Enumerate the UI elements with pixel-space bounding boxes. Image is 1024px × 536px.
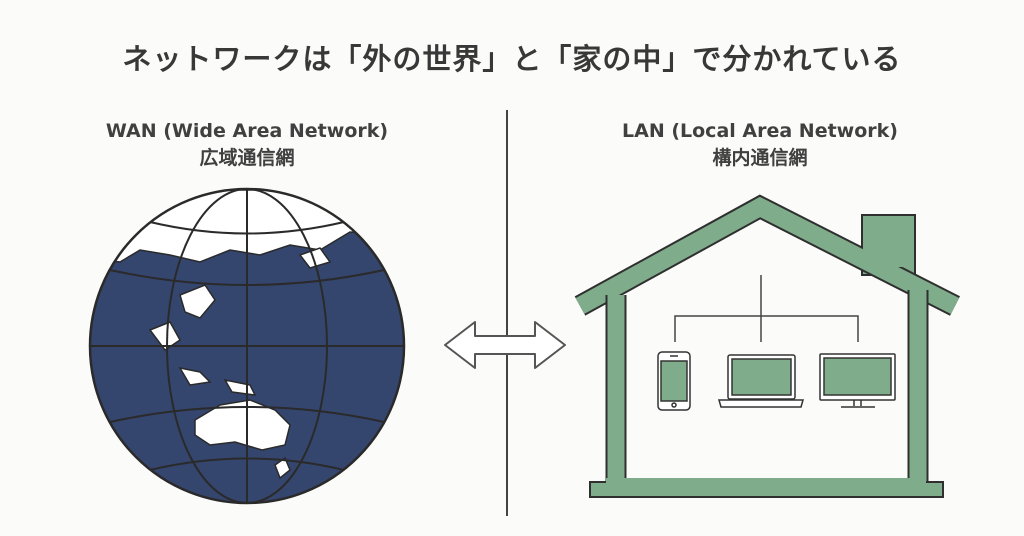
page-title: ネットワークは「外の世界」と「家の中」で分かれている — [122, 42, 902, 76]
lan-japanese: 構内通信網 — [712, 147, 808, 169]
wan-name: WAN (Wide Area Network) — [105, 120, 389, 142]
lan-label: LAN (Local Area Network) 構内通信網 — [560, 118, 960, 172]
smartphone-icon — [657, 351, 691, 411]
network-connections — [674, 275, 859, 342]
wan-japanese: 広域通信網 — [199, 147, 295, 169]
globe-icon — [88, 187, 406, 505]
monitor-icon — [819, 353, 896, 408]
wan-label: WAN (Wide Area Network) 広域通信網 — [47, 118, 447, 172]
house-icon — [574, 194, 960, 498]
bidirectional-arrow-icon — [444, 321, 566, 369]
lan-name: LAN (Local Area Network) — [622, 120, 898, 142]
laptop-icon — [718, 354, 804, 408]
